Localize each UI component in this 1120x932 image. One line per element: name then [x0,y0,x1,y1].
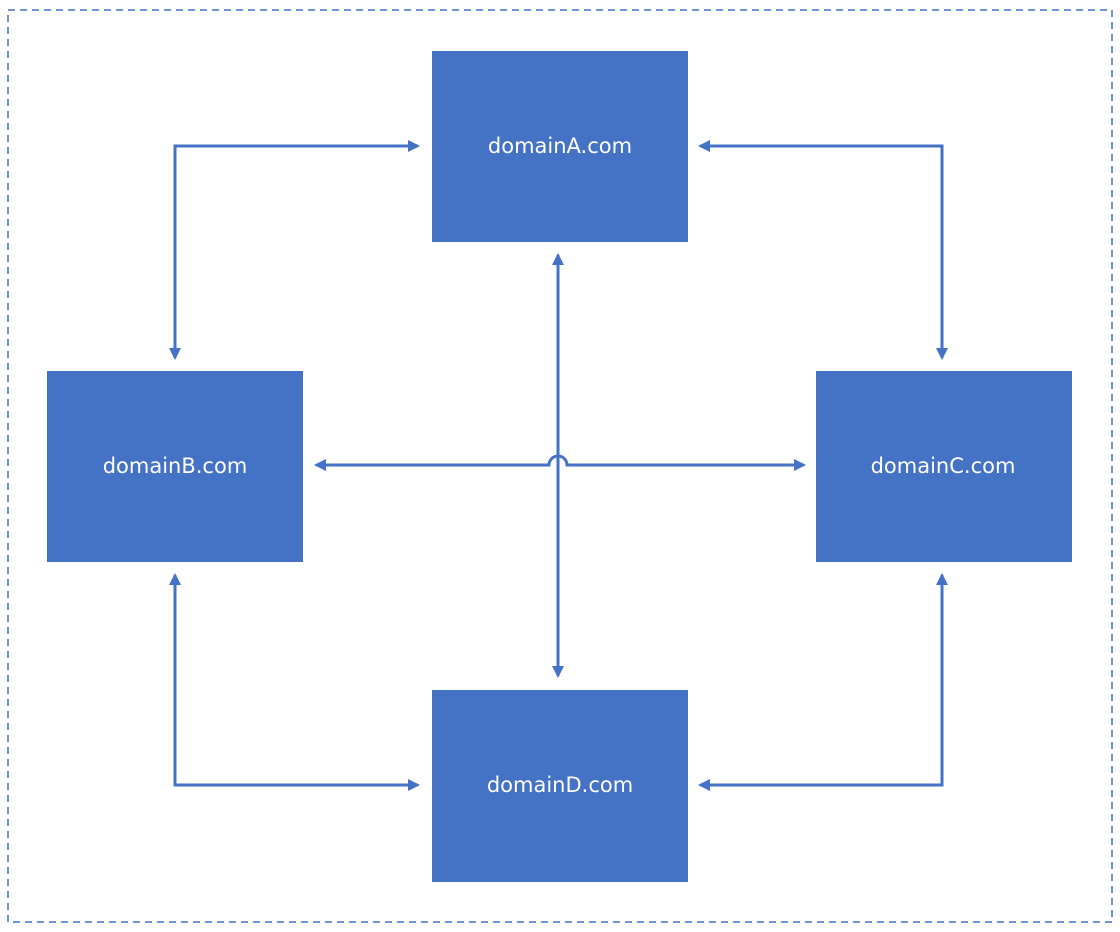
node-domain-d[interactable]: domainD.com [432,690,688,882]
node-label: domainA.com [488,134,632,158]
node-box [432,51,688,242]
node-label: domainB.com [103,454,248,478]
node-box [432,690,688,882]
connector-a-b [169,140,420,360]
node-domain-b[interactable]: domainB.com [47,371,303,562]
node-box [816,371,1072,562]
node-domain-c[interactable]: domainC.com [816,371,1072,562]
node-label: domainC.com [871,454,1016,478]
connector-b-d [169,573,420,791]
connector-b-c [314,454,806,471]
node-box [47,371,303,562]
connector-c-d [698,573,948,791]
node-domain-a[interactable]: domainA.com [432,51,688,242]
diagram-frame [7,9,1113,923]
node-label: domainD.com [487,773,633,797]
connectors [169,140,948,791]
connector-a-c [698,140,948,360]
